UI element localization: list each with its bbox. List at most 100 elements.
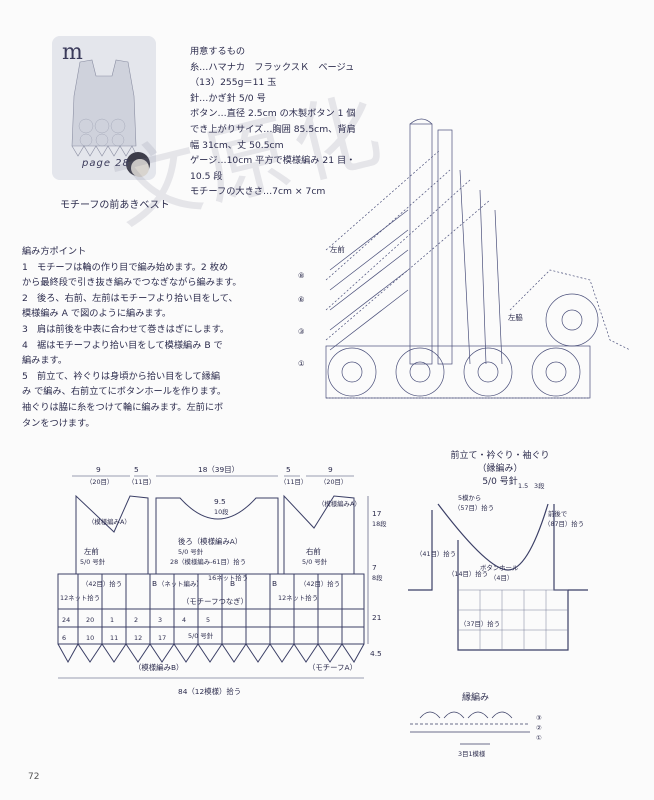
instruction-line: 4 裾はモチーフより拾い目をして模様編み B で	[22, 339, 223, 351]
chart-label-side: 左脇	[508, 313, 523, 322]
motif-number: 17	[158, 634, 166, 642]
motif-number: 20	[86, 616, 94, 624]
materials-heading: 用意するもの	[190, 46, 246, 57]
page-number: 72	[28, 772, 40, 782]
dim-top: （20目）	[86, 478, 113, 486]
instruction-line: 編みます。	[22, 355, 68, 367]
net-label: （ネット編み）	[158, 579, 203, 588]
vest-photo	[52, 36, 156, 180]
dim-top: 9	[328, 465, 333, 474]
dim-top: （20目）	[320, 478, 347, 486]
bottom-dim: 84（12模様）拾う	[178, 687, 241, 696]
materials-line: ボタン…直径 2.5cm の木製ボタン 1 個	[190, 108, 356, 120]
pick-label: （42目）拾う	[82, 579, 122, 588]
motif-number: 6	[62, 634, 66, 642]
instruction-line: み で編み、右前立てにボタンホールを作ります。	[22, 386, 227, 398]
materials-line: 10.5 段	[190, 170, 223, 182]
pattern-caption: モチーフの前あきベスト	[60, 200, 170, 211]
motif-row	[325, 345, 591, 399]
band-label: （41目）拾う	[416, 549, 456, 558]
band-label: ボタンホール	[480, 563, 519, 572]
band-label: （87目）拾う	[544, 519, 584, 528]
front-band-diagram: 5模から （57目）拾う 前後で （87目）拾う （41目）拾う （14目）拾う…	[408, 481, 588, 651]
motif-number: 4	[182, 616, 186, 624]
front-band-title-line: （縁編み）	[477, 464, 523, 474]
band-label: （57目）拾う	[454, 503, 494, 512]
stitch-chart: 左前 左脇 ⑧ ⑥ ③ ①	[298, 118, 631, 399]
pattern-a-label: （模様編みA）	[88, 517, 131, 526]
back-needle: 5/0 号針	[178, 547, 204, 556]
materials-line: 糸…ハマナカ フラックスＫ ベージュ	[190, 61, 355, 73]
pattern-b-label: （模様編みB）	[134, 663, 183, 672]
dim-top: 18（39目）	[198, 465, 239, 474]
neck-dim: 9.5	[214, 497, 226, 506]
net-rows-label: 12ネット拾う	[278, 593, 318, 602]
row-mark: ⑧	[298, 271, 305, 280]
left-front-label: 左前	[84, 547, 99, 556]
band-label: 前後で	[548, 509, 567, 518]
band-dim: 3段	[534, 481, 545, 490]
motif-a-label: （モチーフA）	[308, 663, 357, 672]
instruction-line: 袖ぐりは脇に糸をつけて輪に編みます。左前にボ	[22, 401, 224, 413]
instructions-heading: 編み方ポイント	[22, 246, 87, 257]
side-dim: 4.5	[370, 649, 382, 658]
dim-top: （11目）	[280, 478, 307, 486]
card-page: page 28	[82, 158, 130, 169]
front-band-title-line: 5/0 号針	[482, 477, 518, 487]
needle-label: 5/0 号針	[188, 631, 214, 640]
side-dim: 7	[372, 563, 377, 572]
dim-top: 5	[134, 465, 139, 474]
dim-top: （11目）	[128, 478, 155, 486]
edge-title: 縁編み	[462, 693, 490, 703]
materials-line: 幅 31cm、丈 50.5cm	[190, 139, 284, 151]
side-dim: 17	[372, 509, 382, 518]
side-dim: 8段	[372, 573, 383, 582]
row-mark: ⑥	[298, 295, 305, 304]
side-dim: 21	[372, 613, 382, 622]
instruction-line: 5 前立て、衿ぐりは身頃から拾い目をして縁編	[22, 370, 221, 382]
edge-row: ③	[536, 714, 542, 722]
instruction-line: 1 モチーフは輪の作り目で編み始めます。2 枚め	[22, 261, 229, 273]
front-band-title-line: 前立て・衿ぐり・袖ぐり	[450, 451, 550, 461]
motif-number: 10	[86, 634, 94, 642]
instruction-line: タンをつけます。	[22, 417, 95, 429]
edge-row: ①	[536, 734, 542, 742]
dim-top: 5	[286, 465, 291, 474]
motif-number: 1	[110, 616, 114, 624]
motif-number: 12	[134, 634, 142, 642]
motif-join-label: （モチーフつなぎ）	[182, 597, 248, 606]
band-dim: 1.5	[518, 482, 528, 490]
row-mark: ①	[298, 359, 305, 368]
right-front-needle: 5/0 号針	[302, 557, 328, 566]
band-label: （4目）	[490, 574, 513, 582]
chart-label-left-front: 左前	[330, 245, 345, 254]
edge-diagram: ③ ② ① 3目1模様	[410, 711, 542, 758]
instruction-line: 3 肩は前後を中表に合わせて巻きはぎにします。	[22, 323, 230, 335]
net16-label: 16ネット拾う	[208, 573, 248, 582]
side-dim: 18段	[372, 519, 387, 528]
materials-line: ゲージ…10cm 平方で模様編み 21 目・	[190, 155, 356, 167]
pick-label: （42目）拾う	[300, 579, 340, 588]
left-front-needle: 5/0 号針	[80, 557, 106, 566]
neck-dim: 10段	[214, 507, 229, 516]
materials-line: でき上がりサイズ…胸囲 85.5cm、背肩	[190, 123, 356, 135]
row-mark: ③	[298, 327, 305, 336]
b-mark: B	[152, 579, 157, 588]
band-label: （37目）拾う	[460, 619, 500, 628]
motif-number: 3	[158, 616, 162, 624]
motif-number: 5	[206, 616, 210, 624]
b-mark: B	[230, 579, 235, 588]
materials-list: 用意するもの 糸…ハマナカ フラックスＫ ベージュ （13）255g＝11 玉 …	[190, 44, 390, 200]
back-label: 後ろ（模様編みA）	[178, 537, 242, 546]
instructions: 編み方ポイント 1 モチーフは輪の作り目で編み始めます。2 枚め から最終段で引…	[22, 244, 312, 431]
materials-line: モチーフの大きさ…7cm × 7cm	[190, 186, 326, 198]
motif-number: 2	[134, 616, 138, 624]
edge-row: ②	[536, 724, 542, 732]
materials-line: （13）255g＝11 玉	[190, 77, 277, 89]
card-letter: m	[62, 40, 83, 65]
motif-number: 11	[110, 634, 118, 642]
edge-repeat: 3目1模様	[458, 749, 486, 758]
b-mark: B	[272, 579, 277, 588]
dim-top: 9	[96, 465, 101, 474]
motif-number: 24	[62, 616, 70, 624]
